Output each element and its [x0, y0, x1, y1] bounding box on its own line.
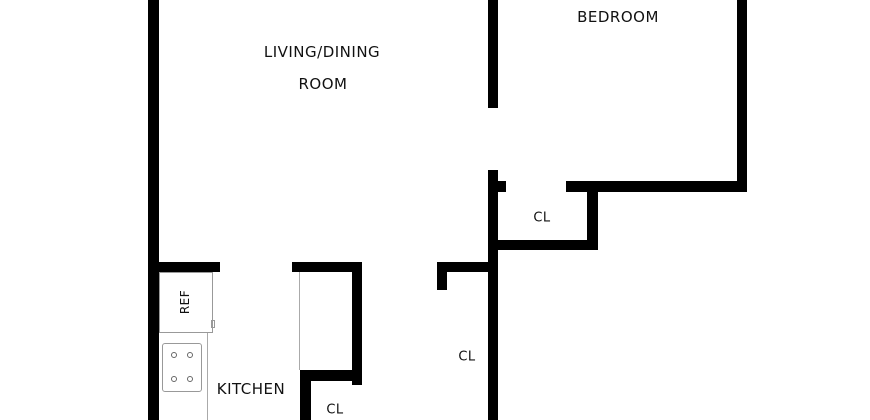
- counter-edge-right: [299, 272, 300, 370]
- bedroom-label: BEDROOM: [577, 8, 659, 26]
- kitchen-closet-left-wall: [300, 370, 311, 420]
- kitchen-top-wall-left: [148, 262, 220, 272]
- living-room-label: LIVING/DINING: [263, 43, 381, 61]
- kitchen-label: KITCHEN: [216, 380, 286, 398]
- kitchen-right-wall: [352, 262, 362, 385]
- counter-edge-left: [207, 333, 208, 420]
- refrigerator-label: REF: [178, 289, 192, 315]
- hall-wall: [488, 170, 498, 420]
- bedroom-closet-label: CL: [533, 210, 551, 226]
- kitchen-top-wall-right: [292, 262, 362, 272]
- burner-icon: [171, 352, 177, 358]
- burner-icon: [187, 352, 193, 358]
- fridge-handle: [211, 320, 215, 328]
- bedroom-bottom-wall: [566, 181, 747, 192]
- bedroom-right-wall: [737, 0, 747, 192]
- burner-icon: [171, 376, 177, 382]
- refrigerator: [159, 272, 213, 333]
- closet-right-wall: [587, 181, 598, 250]
- bedroom-left-wall-upper: [488, 0, 498, 108]
- left-exterior-wall: [148, 0, 159, 420]
- closet-bottom-wall: [488, 240, 598, 250]
- living-room-label-2: ROOM: [298, 75, 348, 93]
- door-stub: [498, 181, 506, 192]
- hall-stub-horizontal: [437, 262, 498, 272]
- kitchen-closet-top-wall: [300, 370, 362, 381]
- hall-stub-vertical: [437, 262, 447, 290]
- stove: [162, 343, 202, 392]
- hall-closet-label: CL: [458, 349, 476, 365]
- kitchen-closet-label: CL: [326, 402, 344, 418]
- burner-icon: [187, 376, 193, 382]
